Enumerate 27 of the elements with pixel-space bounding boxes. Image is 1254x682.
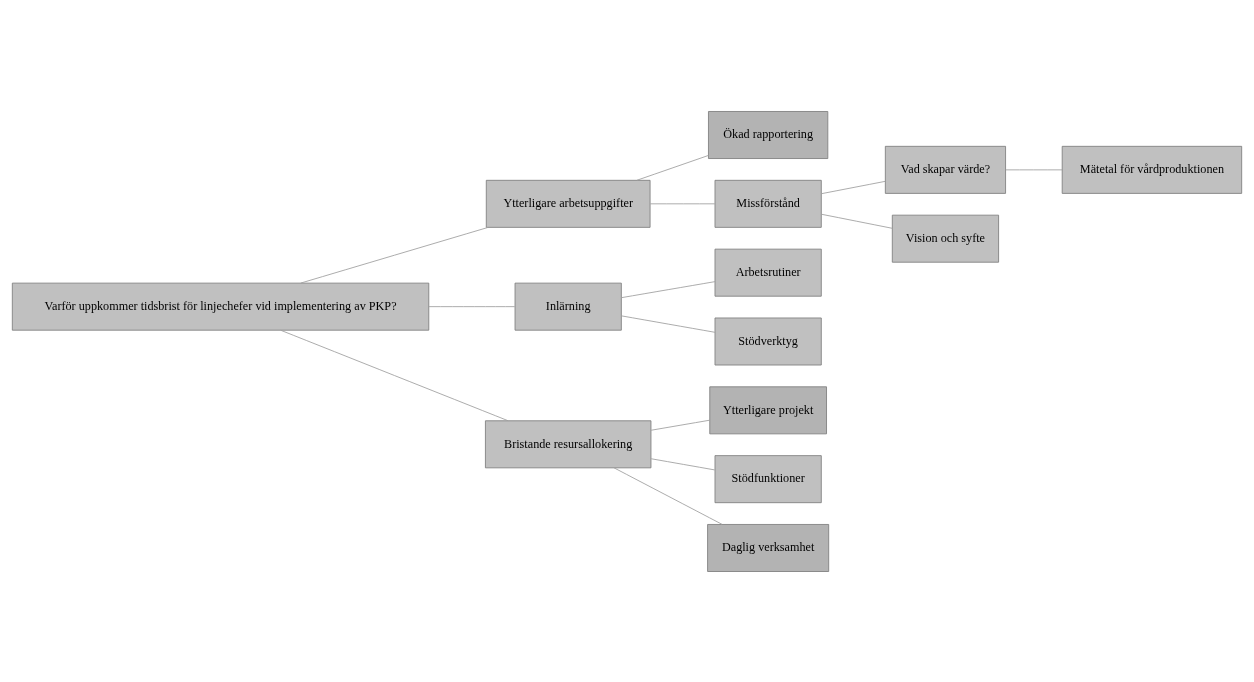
node-box: Missförstånd — [714, 179, 822, 228]
connector — [300, 226, 489, 283]
connector — [620, 280, 716, 298]
connector — [428, 305, 516, 307]
node-box: Stödfunktioner — [714, 454, 822, 503]
connector — [650, 457, 716, 470]
node-box: Daglig verksamhet — [707, 523, 830, 572]
connector — [1005, 168, 1063, 170]
node-box: Vad skapar värde? — [884, 145, 1006, 194]
connector — [280, 329, 509, 421]
node-box: Ytterligare projekt — [709, 385, 827, 434]
node-box: Inlärning — [514, 282, 622, 331]
connector — [613, 466, 723, 525]
node-box: Bristande resursallokering — [485, 419, 652, 468]
node-box: Arbetsrutiner — [714, 248, 822, 297]
connector — [650, 419, 711, 431]
connector — [620, 314, 716, 333]
node-box: Vision och syfte — [891, 214, 1000, 263]
connector — [821, 213, 893, 229]
node-box: Varför uppkommer tidsbrist för linjechefer vid implementering av PKP? — [11, 282, 430, 331]
connector — [821, 180, 886, 194]
node-box: Ökad rapportering — [708, 110, 829, 159]
node-box: Mätetal för vårdproduktionen — [1061, 145, 1243, 194]
connector — [649, 202, 716, 204]
node-box: Stödverktyg — [714, 317, 822, 365]
connector — [636, 154, 709, 181]
node-box: Ytterligare arbetsuppgifter — [485, 179, 651, 228]
